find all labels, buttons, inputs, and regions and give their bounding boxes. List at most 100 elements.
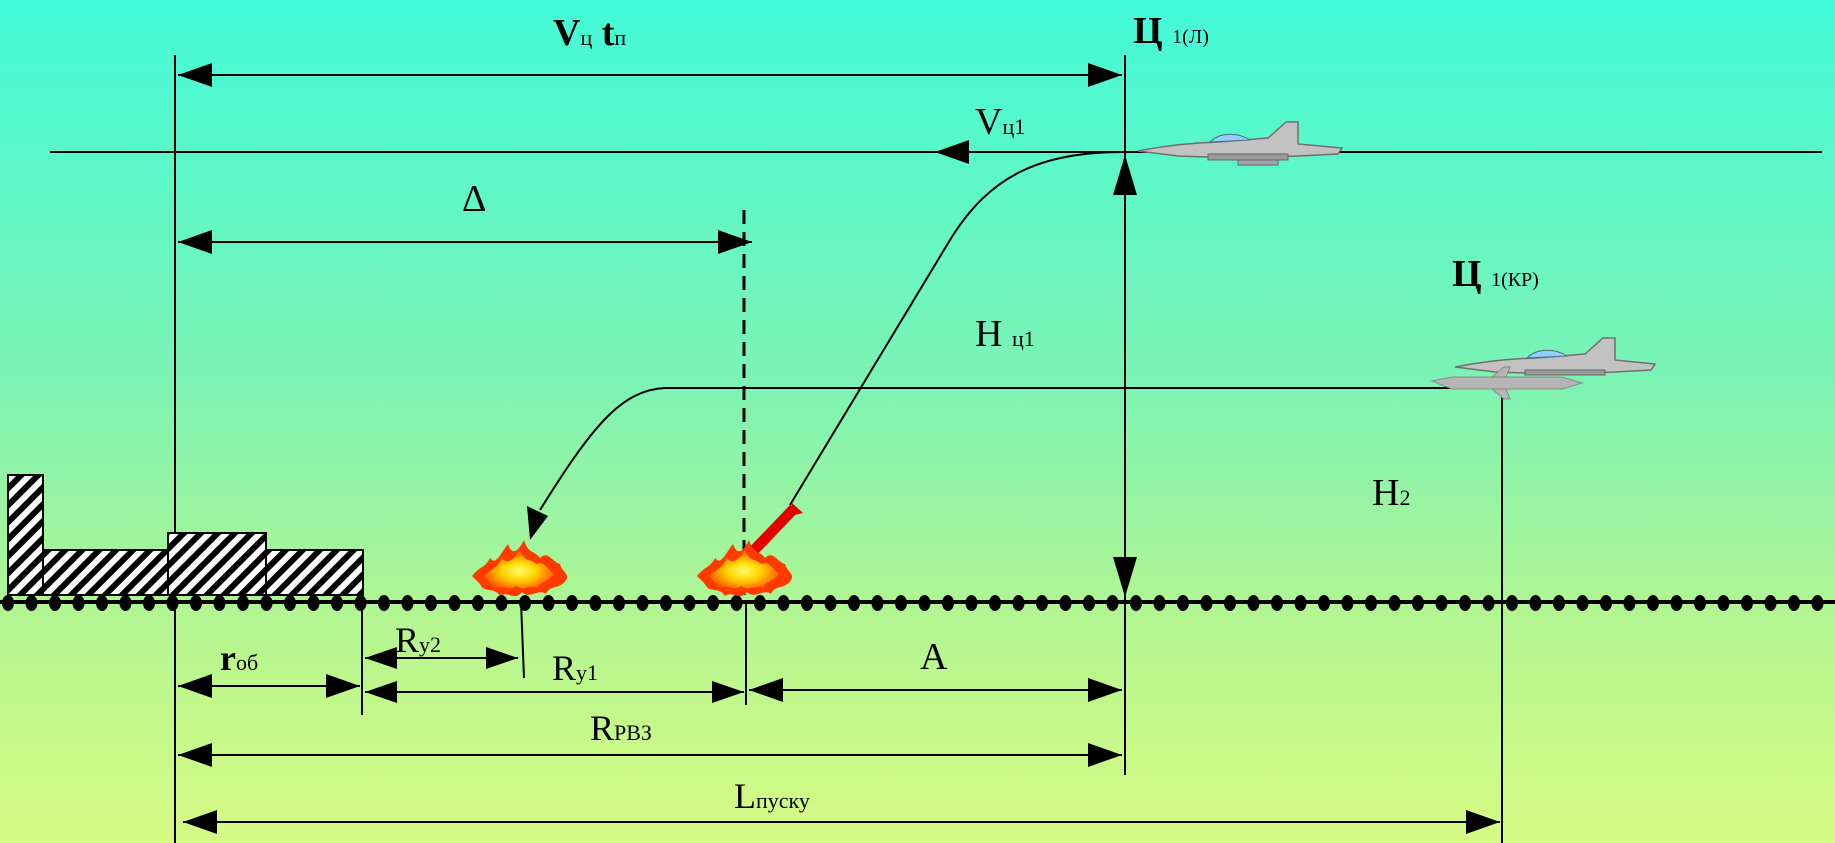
ground-dot	[613, 595, 625, 611]
cruise-missile-icon	[1430, 366, 1584, 400]
ground-dot	[1600, 595, 1612, 611]
ground-dot	[1365, 595, 1377, 611]
ground-dot	[1553, 595, 1565, 611]
arrow-height-target1	[1113, 155, 1137, 597]
ground-dot	[1764, 595, 1777, 611]
ground-dot	[848, 595, 860, 611]
ground-dot	[1811, 595, 1824, 611]
ground-dot	[1647, 595, 1659, 611]
ground-dot	[213, 595, 226, 611]
ground-dot	[49, 595, 61, 611]
arrow-l-pusku	[183, 810, 1500, 834]
label-target1-kr: Ц 1(КР)	[1452, 253, 1539, 295]
ground-dot	[1059, 595, 1072, 611]
ground-dot	[401, 595, 414, 611]
ground-dot	[1341, 595, 1354, 611]
label-h-target1: Н ц1	[975, 313, 1035, 355]
ground-dot	[1130, 595, 1142, 611]
ry2-end-tick	[520, 601, 525, 679]
ground-dot	[1435, 595, 1448, 611]
ground-dot	[1177, 595, 1189, 611]
ground-dot	[965, 595, 978, 611]
ground-dot	[307, 595, 320, 611]
ground-dot	[1741, 595, 1753, 611]
ground-dot	[1388, 595, 1401, 611]
ground-dot	[1576, 595, 1589, 611]
ground-dot	[425, 595, 437, 611]
ground-dot	[660, 595, 672, 611]
arrow-a	[749, 678, 1122, 702]
ground-dot	[542, 595, 555, 611]
ground-dot	[1694, 595, 1706, 611]
ground-dot	[119, 595, 132, 611]
label-target1-l: Ц 1(Л)	[1133, 10, 1209, 52]
ground-dot	[495, 595, 508, 611]
label-r-ob: rоб	[220, 638, 259, 678]
ground-dot	[1459, 595, 1471, 611]
jet-fighter-icon	[1137, 121, 1344, 166]
ground-dot	[1529, 595, 1542, 611]
velocity-arrowhead	[935, 140, 969, 164]
ground-dot	[166, 595, 179, 611]
ground-dot	[942, 595, 954, 611]
ground-dot	[143, 595, 155, 611]
ground-dot	[472, 595, 484, 611]
ground-dot	[448, 595, 461, 611]
ground-dot	[1247, 595, 1260, 611]
ground-dot	[260, 595, 273, 611]
ground-dot	[1271, 595, 1283, 611]
arrow-v-target-time	[178, 63, 1122, 87]
arrow-delta	[178, 230, 752, 254]
ground-dot	[895, 595, 907, 611]
ground-dot	[1106, 595, 1119, 611]
ground-dot	[707, 595, 719, 611]
ground-dot	[1083, 595, 1095, 611]
label-l-pusku: Lпуску	[734, 776, 810, 816]
ground-dot	[354, 595, 367, 611]
trajectory-high-missile	[744, 505, 798, 560]
ground-dot	[754, 595, 766, 611]
label-r-y1: Rу1	[552, 648, 599, 688]
ground-dot	[1012, 595, 1025, 611]
ground-dot	[1200, 595, 1213, 611]
ground-dot	[1482, 595, 1495, 611]
ground-dot	[918, 595, 931, 611]
arrow-r-y2	[365, 647, 518, 669]
trajectory-high-missile-tip	[790, 503, 803, 516]
hatched-buildings-icon	[7, 474, 364, 596]
ground-dot	[237, 595, 249, 611]
ground-dot	[1224, 595, 1236, 611]
arrow-r-rvz	[178, 743, 1122, 767]
ground-dot	[1036, 595, 1048, 611]
ground-dot	[2, 595, 14, 611]
explosion-fire-icon	[697, 540, 793, 597]
ground-dot	[378, 595, 390, 611]
jet-fighter-with-cruise-missile-icon	[1454, 337, 1657, 376]
trajectory-low-target	[539, 387, 715, 511]
ground-dot	[190, 595, 202, 611]
ground-dot	[989, 595, 1001, 611]
label-h2: Н2	[1372, 472, 1411, 514]
ground-dot	[730, 595, 743, 611]
ground-dot	[824, 595, 837, 611]
ground-dot	[683, 595, 696, 611]
label-v-target1: Vц1	[975, 101, 1026, 143]
ground-dot	[636, 595, 649, 611]
ground-dot	[331, 595, 343, 611]
ground-dot	[1318, 595, 1330, 611]
arrow-r-y1	[365, 681, 744, 703]
trajectory-low-arrowhead	[527, 506, 548, 540]
ground-dot	[1717, 595, 1730, 611]
arrow-r-ob	[178, 674, 360, 698]
ground-dot	[1412, 595, 1424, 611]
label-r-y2: Rу2	[395, 620, 442, 660]
ground-dot	[589, 595, 602, 611]
explosion-fire-icon	[472, 540, 568, 597]
label-delta: Δ	[462, 178, 487, 220]
ground-dot	[96, 595, 108, 611]
ground-dot	[1670, 595, 1683, 611]
ground-dot	[871, 595, 884, 611]
ground-dot	[566, 595, 578, 611]
ground-dot	[1623, 595, 1636, 611]
